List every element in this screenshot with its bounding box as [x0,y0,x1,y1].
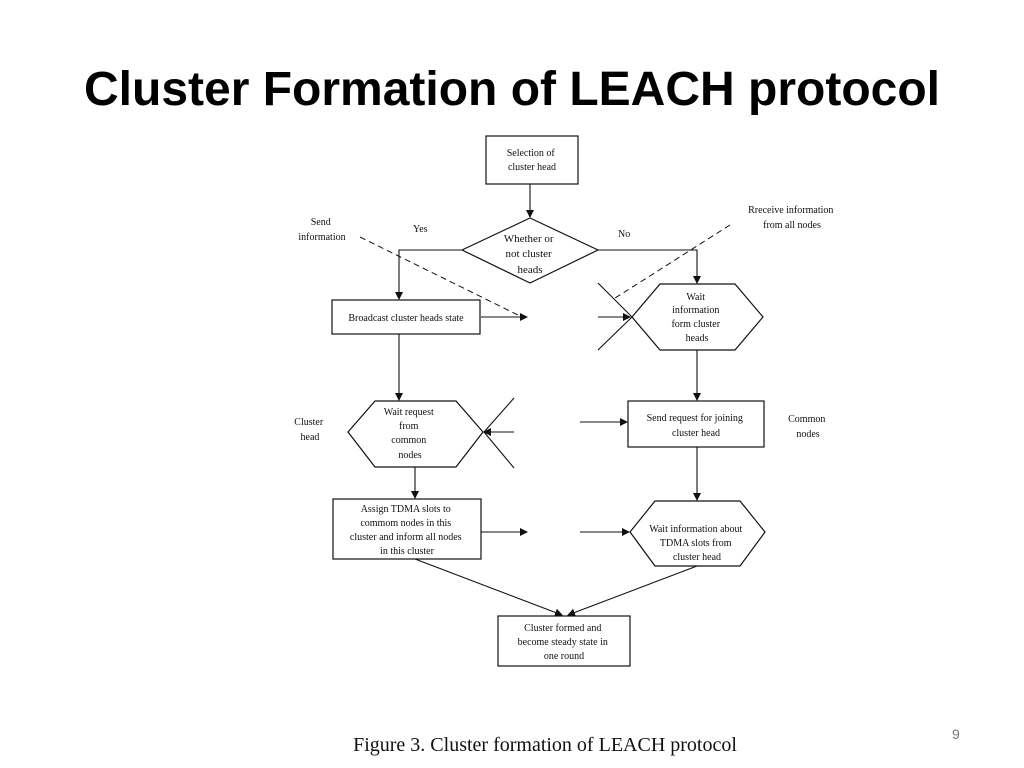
wait-info-text: information [672,305,719,316]
dashed-pointer [611,224,731,301]
wait-request-text: nodes [398,450,421,461]
dashed-pointer [359,236,523,318]
connector [567,565,698,617]
common-nodes-label: nodes [796,429,819,440]
slide-number: 9 [952,726,960,742]
assign-tdma-box [332,498,482,560]
send-request-text: Send request for joining [647,413,743,424]
send-request-text: cluster head [672,428,720,439]
wait-tdma-text: cluster head [673,552,721,563]
svg-text:Rreceive information from: Rreceive information from all nodes [748,205,836,231]
cluster-head-label: Cluster [294,417,324,428]
decision-text: heads [517,264,542,276]
wait-info-text: form cluster [671,319,720,330]
connector [414,558,563,617]
assign-tdma-text: cluster and inform all nodes [350,532,462,543]
figure-caption: Figure 3. Cluster formation of LEACH pro… [353,734,737,756]
connector [395,249,462,300]
yes-label: Yes [413,224,428,235]
wait-info-text: Wait [686,292,705,303]
receive-information-label: Rreceive information [748,205,833,216]
wait-request-text: Wait request [384,407,434,418]
selection-text: Selection of [507,148,556,159]
slide-title: Cluster Formation of LEACH protocol [84,63,940,116]
formed-text: become steady state in [518,637,608,648]
cross-line [483,397,515,433]
svg-text:Wait information form: Wait information form cluster heads [671,292,722,344]
svg-text:Cluster formed and become: Cluster formed and become steady state i… [518,623,611,662]
svg-text:Send information: Send information [298,217,345,243]
svg-text:Cluster head: Cluster head [294,417,325,443]
cross-line [597,316,633,351]
assign-tdma-text: Assign TDMA slots to [361,504,451,515]
broadcast-box [331,299,481,335]
selection-box [485,135,579,185]
wait-tdma-text: Wait information about [649,524,742,535]
formed-box [497,615,631,667]
formed-text: Cluster formed and [524,623,601,634]
wait-tdma-hexagon [629,500,766,567]
svg-text:Send request for joining c: Send request for joining cluster head [647,413,746,439]
decision-text: not cluster [506,248,552,260]
wait-request-text: common [391,435,426,446]
connector [598,249,701,284]
svg-text:Assign TDMA slots to commo: Assign TDMA slots to commom nodes in thi… [350,504,464,557]
svg-text:Wait information about TDM: Wait information about TDMA slots from c… [649,524,745,563]
wait-tdma-text: TDMA slots from [660,538,732,549]
svg-text:Whether or not cluster: Whether or not cluster heads [504,233,557,276]
svg-text:Selection of cluster head: Selection of cluster head [507,148,558,173]
cluster-head-label: head [301,432,320,443]
cross-line [597,282,633,318]
send-request-box [627,400,765,448]
svg-text:Broadcast cluster heads state: Broadcast cluster heads state [348,313,464,324]
common-nodes-label: Common [788,414,825,425]
svg-text:Common nodes: Common nodes [788,414,828,440]
no-label: No [618,229,630,240]
receive-information-label: from all nodes [763,220,821,231]
decision-text: Whether or [504,233,554,245]
selection-text: cluster head [508,162,556,173]
cross-line [483,431,515,469]
assign-tdma-text: commom nodes in this [360,518,451,529]
svg-text:Wait request from comm: Wait request from common nodes [384,407,437,461]
send-information-label: information [298,232,345,243]
send-information-label: Send [311,217,331,228]
broadcast-text: Broadcast cluster heads state [348,313,464,324]
formed-text: one round [544,651,584,662]
assign-tdma-text: in this cluster [380,546,435,557]
wait-request-text: from [399,421,419,432]
wait-info-text: heads [686,333,709,344]
wait-info-hexagon [631,283,764,351]
